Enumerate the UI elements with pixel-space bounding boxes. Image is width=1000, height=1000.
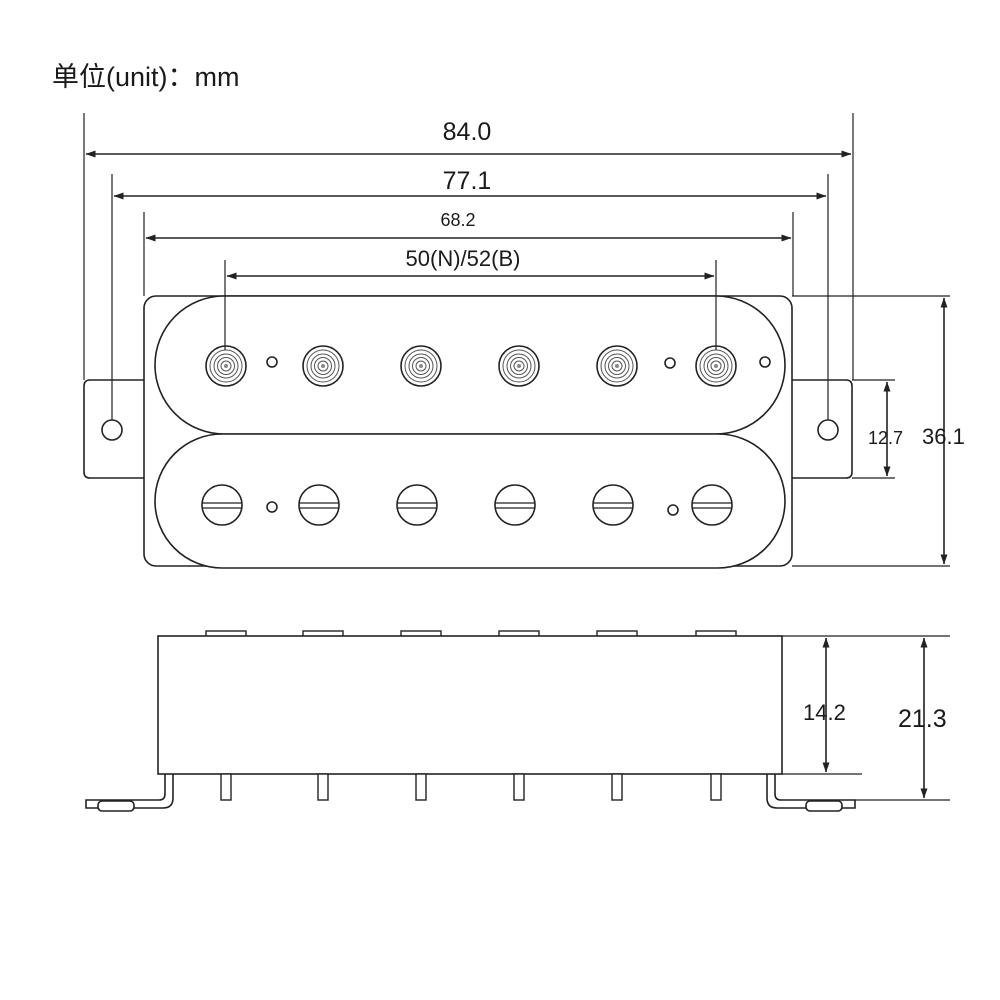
side-leg (415, 773, 427, 801)
adjustable-pole-screw-icon (302, 345, 344, 387)
adjustable-pole-screw-icon (400, 345, 442, 387)
unit-label: 单位(unit)：mm (52, 62, 240, 92)
lower-coil-bobbin (154, 433, 786, 569)
upper-pole-row (205, 345, 737, 387)
slotted-pole-screw-icon (592, 484, 634, 526)
pole-spacing-value: 50(N)/52(B) (406, 246, 521, 271)
slotted-pole-screw-icon (298, 484, 340, 526)
lower-pole-row (201, 484, 733, 526)
right-bracket-nut (805, 800, 843, 812)
adjustable-pole-screw-icon (498, 345, 540, 387)
adjustable-pole-screw-icon (596, 345, 638, 387)
body-height-value: 14.2 (803, 700, 846, 725)
side-view: 14.2 21.3 (85, 630, 950, 812)
overall-height-value: 21.3 (898, 705, 947, 733)
slotted-pole-screw-icon (691, 484, 733, 526)
adjustable-pole-screw-icon (695, 345, 737, 387)
side-cover-body (157, 635, 783, 775)
overall-width-value: 36.1 (922, 424, 965, 449)
side-leg (710, 773, 722, 801)
left-side-bracket (85, 774, 174, 809)
slotted-pole-screw-icon (396, 484, 438, 526)
base-length-value: 68.2 (440, 210, 475, 230)
bobbin-screw-hole (266, 501, 278, 513)
mount-hole-spacing-value: 77.1 (443, 167, 492, 195)
right-mount-hole (817, 419, 839, 441)
side-leg (513, 773, 525, 801)
upper-coil-bobbin (154, 295, 786, 435)
slotted-pole-screw-icon (201, 484, 243, 526)
left-mount-hole (101, 419, 123, 441)
adjustable-pole-screw-icon (205, 345, 247, 387)
overall-length-value: 84.0 (443, 118, 492, 146)
side-leg (611, 773, 623, 801)
side-legs (220, 773, 722, 801)
side-leg (220, 773, 232, 801)
top-view: 84.0 77.1 68.2 50(N)/52(B) 12.7 36.1 (83, 113, 965, 569)
slotted-pole-screw-icon (494, 484, 536, 526)
left-bracket-nut (97, 800, 135, 812)
side-leg (317, 773, 329, 801)
bobbin-screw-hole (266, 356, 278, 368)
tab-width-value: 12.7 (868, 428, 903, 448)
bobbin-screw-hole (664, 357, 676, 369)
right-side-bracket (766, 774, 856, 809)
bobbin-screw-hole (667, 504, 679, 516)
bobbin-screw-hole (759, 356, 771, 368)
